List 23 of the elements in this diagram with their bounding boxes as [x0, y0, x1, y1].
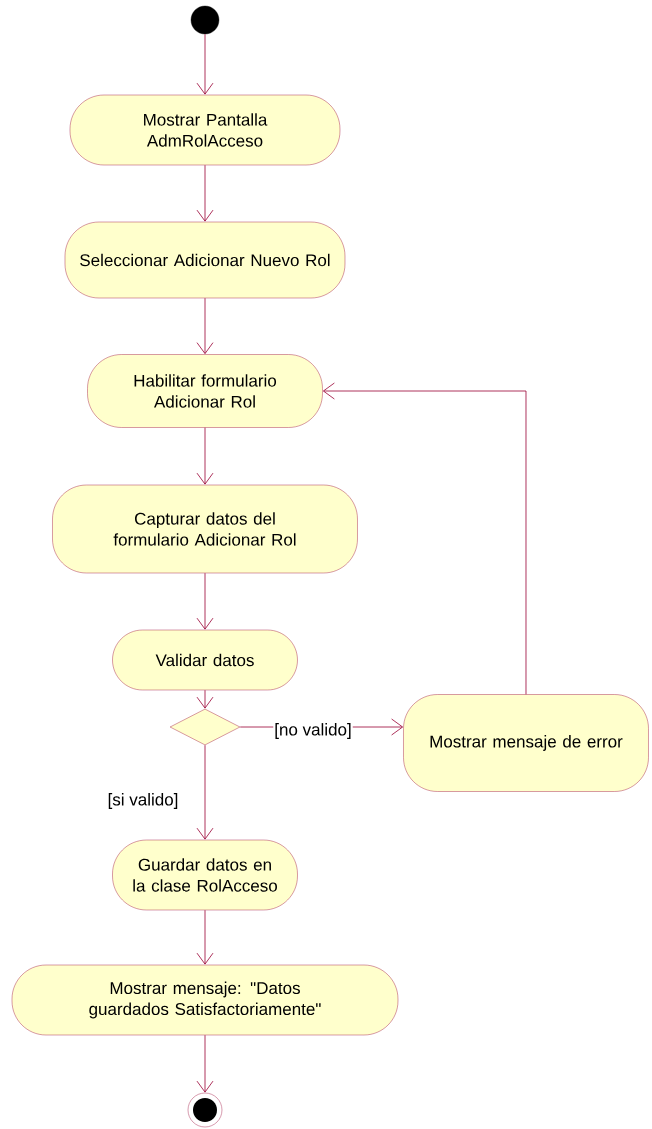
guard-label: [si valido]: [106, 792, 180, 810]
arrow: [196, 689, 214, 709]
arrow: [323, 382, 527, 695]
action-box: Capturar datos del formulario Adicionar Rol: [52, 484, 358, 574]
arrow: [196, 33, 214, 95]
action-box: Mostrar mensaje de error: [403, 694, 649, 792]
end-bullseye: [187, 1092, 223, 1128]
arrow: [196, 1034, 214, 1093]
start-dot: [190, 5, 220, 35]
guard-label: [no valido]: [273, 722, 353, 740]
action-box: Mostrar mensaje: "Datos guardados Satisfactoriamente": [11, 964, 399, 1036]
arrow: [196, 744, 214, 840]
action-box: Mostrar Pantalla AdmRolAcceso: [69, 94, 341, 166]
action-box: Seleccionar Adicionar Nuevo Rol: [64, 221, 346, 299]
arrow: [196, 164, 214, 222]
arrow: [196, 909, 214, 965]
decision-diamond: [169, 708, 241, 746]
action-box: Habilitar formulario Adicionar Rol: [87, 354, 323, 428]
action-box: Validar datos: [112, 629, 298, 691]
arrow: [196, 572, 214, 630]
action-box: Guardar datos en la clase RolAcceso: [112, 839, 298, 911]
arrow: [196, 297, 214, 355]
arrow: [196, 427, 214, 485]
